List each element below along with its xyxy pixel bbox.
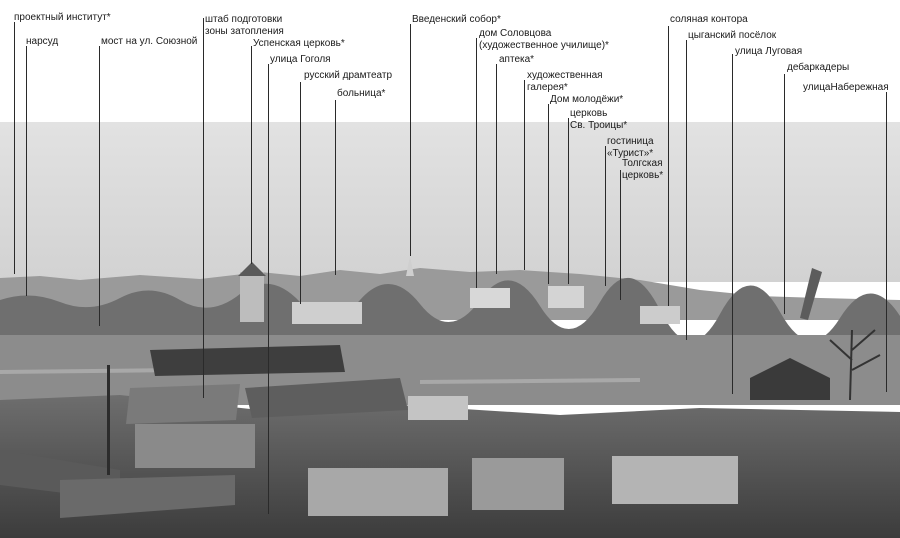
port-crane [800, 268, 822, 320]
leader-line [476, 38, 477, 288]
house-roof [126, 384, 240, 424]
white-building [640, 306, 680, 324]
drama-theatre-building [292, 302, 362, 324]
trailer [612, 456, 738, 504]
label-solovtsov: дом Соловцова (художественное училище)* [479, 28, 609, 52]
label-drama-theatre: русский драмтеатр [304, 70, 393, 81]
leader-line [203, 18, 204, 398]
house-roof [245, 378, 408, 418]
label-gallery: художественная галерея* [527, 70, 603, 94]
white-building [470, 288, 510, 308]
uspenskaya-church-tower [240, 272, 264, 322]
sky [0, 122, 900, 282]
church-dome [238, 262, 266, 276]
log-house [750, 358, 830, 400]
label-narsud: нарсуд [26, 36, 59, 47]
trailer [308, 468, 448, 516]
vvedensky-spire [406, 256, 414, 276]
leader-line [686, 40, 687, 340]
label-line: (художественное училище)* [479, 40, 609, 51]
label-ulitsa-gogolya: улица Гоголя [270, 54, 331, 65]
label-salt-office: соляная контора [670, 14, 748, 25]
leader-line [335, 100, 336, 275]
leader-line [496, 64, 497, 274]
leader-line [410, 24, 411, 256]
tree-line [0, 277, 900, 342]
house-wall [135, 424, 255, 468]
label-line: галерея* [527, 82, 568, 93]
utility-pole [107, 365, 110, 475]
leader-line [99, 46, 100, 326]
label-line: штаб подготовки [205, 14, 283, 25]
white-header-area [0, 0, 900, 122]
label-proektny-institut: проектный институт* [14, 12, 111, 23]
label-tolgskaya: Толгская церковь* [622, 158, 663, 182]
leader-line [568, 118, 569, 284]
label-shtab: штаб подготовки зоны затопления [205, 14, 284, 38]
leader-line [268, 64, 269, 514]
white-building [548, 286, 584, 308]
leader-line [620, 170, 621, 300]
label-line: зоны затопления [205, 26, 284, 37]
label-line: церковь [570, 108, 608, 119]
leader-line [548, 104, 549, 284]
label-dom-molodezhi: Дом молодёжи* [550, 94, 624, 105]
leader-line [14, 22, 15, 274]
label-troitsa: церковь Св. Троицы* [570, 108, 627, 132]
leader-line [668, 26, 669, 306]
label-hospital: больница* [337, 88, 386, 99]
label-debarkader: дебаркадеры [787, 62, 850, 73]
label-line: «Турист»* [607, 148, 654, 159]
label-gypsy-village: цыганский посёлок [688, 30, 777, 41]
fence [60, 475, 235, 518]
leader-line [524, 80, 525, 270]
bare-tree [829, 329, 881, 401]
label-lugovaya: улица Луговая [735, 46, 803, 57]
trailer [408, 396, 468, 420]
label-naberezhnaya: улицаНабережная [803, 82, 889, 93]
label-line: Св. Троицы* [570, 120, 628, 131]
leader-line [886, 92, 887, 392]
label-line: художественная [527, 70, 603, 81]
label-line: гостиница [607, 136, 654, 147]
trailer [472, 458, 564, 510]
label-turist: гостиница «Турист»* [607, 136, 654, 160]
label-apteka: аптека* [499, 54, 535, 65]
leader-line [784, 74, 785, 314]
leader-line [605, 146, 606, 286]
shed-roof [150, 345, 345, 376]
label-vvedensky: Введенский собор* [412, 14, 501, 25]
label-most-soyuznaya: мост на ул. Союзной [101, 36, 198, 47]
label-line: церковь* [622, 170, 664, 181]
leader-line [251, 46, 252, 264]
leader-line [300, 82, 301, 304]
leader-line [26, 46, 27, 296]
leader-line [732, 54, 733, 394]
label-uspenskaya: Успенская церковь* [253, 38, 345, 49]
label-line: Толгская [622, 158, 663, 169]
label-line: дом Соловцова [479, 28, 552, 39]
